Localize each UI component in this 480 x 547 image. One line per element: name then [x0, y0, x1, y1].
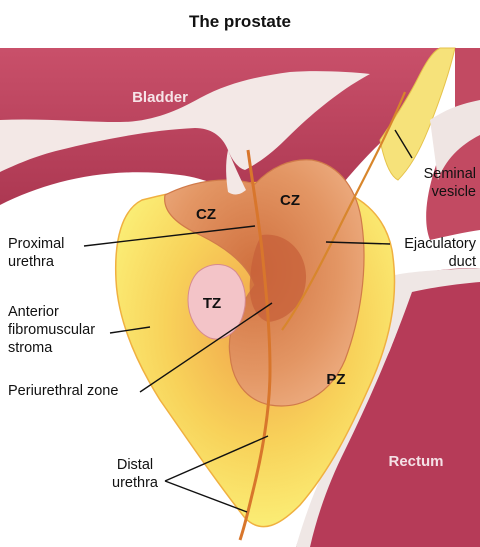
proximal-urethra-label-1: Proximal [8, 236, 64, 252]
bladder-label: Bladder [132, 89, 188, 106]
tz-label: TZ [203, 295, 221, 312]
rectum-label: Rectum [388, 453, 443, 470]
ejaculatory-duct-label-1: Ejaculatory [404, 236, 476, 252]
periurethral-zone-label: Periurethral zone [8, 383, 118, 399]
pz-label: PZ [326, 371, 345, 388]
anterior-stroma-label-2: fibromuscular [8, 322, 95, 338]
cz-right-label: CZ [280, 192, 300, 209]
page-title: The prostate [189, 12, 291, 31]
ejaculatory-duct-label-2: duct [449, 254, 476, 270]
distal-urethra-label-1: Distal [117, 457, 153, 473]
proximal-urethra-label-2: urethra [8, 254, 55, 270]
anterior-stroma-label-1: Anterior [8, 304, 59, 320]
seminal-vesicle-label-1: Seminal [424, 166, 476, 182]
cz-left-label: CZ [196, 206, 216, 223]
seminal-vesicle-label-2: vesicle [432, 184, 476, 200]
anterior-stroma-label-3: stroma [8, 340, 53, 356]
distal-urethra-label-2: urethra [112, 475, 159, 491]
